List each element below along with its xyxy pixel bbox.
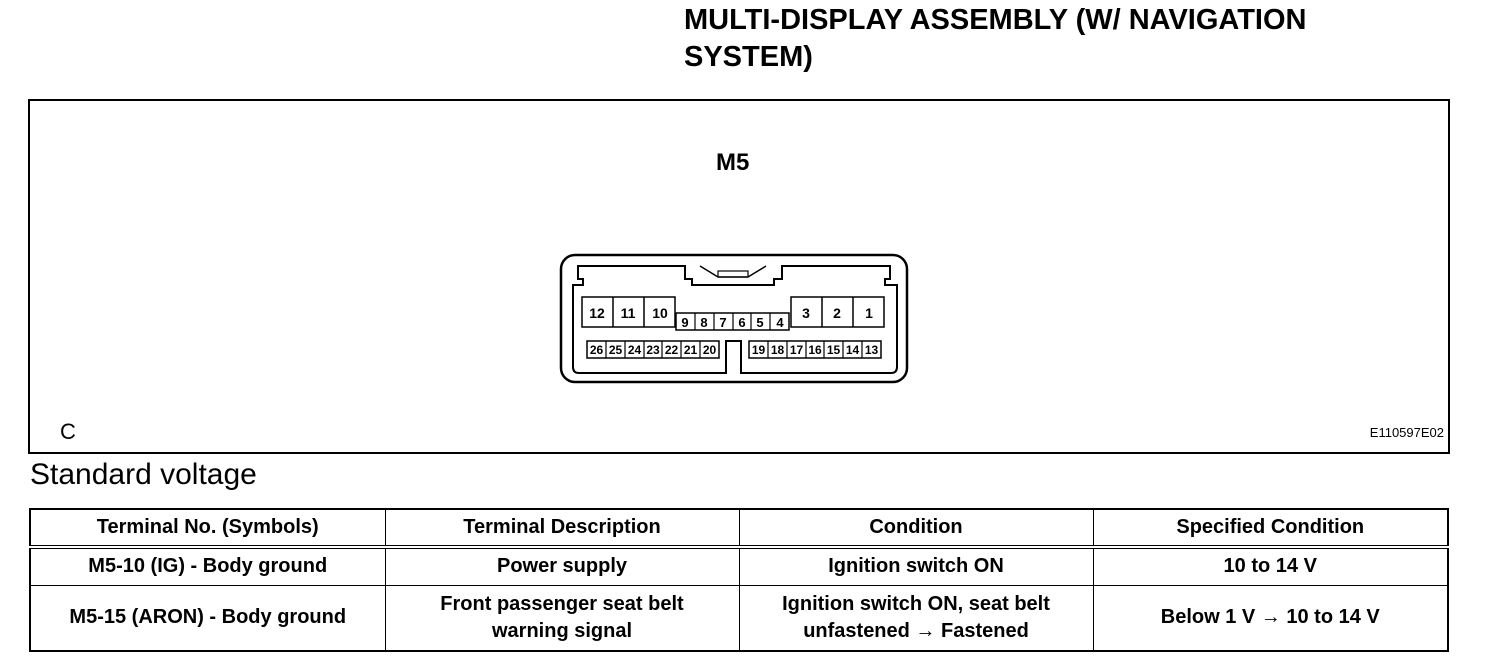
cell-description-line-1: Front passenger seat belt	[440, 592, 684, 615]
header-condition: Condition	[738, 508, 1094, 549]
cell-description: Power supply	[384, 546, 740, 586]
pin-8: 8	[700, 315, 707, 330]
table-row: M5-15 (ARON) - Body ground Front passeng…	[29, 584, 1449, 652]
pin-4: 4	[776, 315, 784, 330]
page-title: MULTI-DISPLAY ASSEMBLY (W/ NAVIGATION SY…	[684, 2, 1464, 76]
pin-22: 22	[665, 343, 679, 357]
pin-26: 26	[590, 343, 604, 357]
header-specified: Specified Condition	[1092, 508, 1449, 549]
top-pin-group-mid: 9 8 7 6 5 4	[675, 312, 790, 331]
cell-specified: Below 1 V → 10 to 14 V	[1092, 584, 1449, 652]
cell-description-line-2: warning signal	[491, 619, 633, 642]
section-heading: Standard voltage	[30, 458, 257, 491]
pin-10: 10	[652, 305, 668, 321]
pin-17: 17	[790, 343, 804, 357]
pin-11: 11	[621, 305, 636, 321]
connector-label: M5	[716, 149, 750, 176]
pin-18: 18	[771, 343, 785, 357]
cell-description: Front passenger seat belt warning signal	[384, 584, 740, 652]
connector-housing-inner	[572, 265, 898, 374]
top-pin-group-left: 12 11 10	[581, 296, 676, 328]
view-label: C	[60, 419, 76, 444]
cell-description-line: Power supply	[496, 555, 628, 578]
cell-condition-line-2: unfastened → Fastened	[803, 619, 1029, 642]
pin-24: 24	[628, 343, 642, 357]
page-title-line-2: SYSTEM)	[684, 41, 813, 73]
pin-20: 20	[703, 343, 717, 357]
figure-code: E110597E02	[1369, 425, 1444, 440]
connector-figure: M5 12 11 10 9 8 7 6	[28, 99, 1450, 454]
voltage-table: Terminal No. (Symbols) Terminal Descript…	[29, 508, 1449, 652]
cell-condition: Ignition switch ON	[738, 546, 1094, 586]
connector-diagram: 12 11 10 9 8 7 6 5 4 3 2 1	[559, 253, 909, 384]
page-title-line-1: MULTI-DISPLAY ASSEMBLY (W/ NAVIGATION	[684, 4, 1307, 36]
pin-21: 21	[684, 343, 698, 357]
cell-condition: Ignition switch ON, seat belt unfastened…	[738, 584, 1094, 652]
header-terminal: Terminal No. (Symbols)	[29, 508, 386, 549]
pin-3: 3	[802, 305, 810, 321]
pin-6: 6	[738, 315, 745, 330]
pin-9: 9	[681, 315, 688, 330]
pin-12: 12	[589, 305, 605, 321]
pin-1: 1	[865, 305, 873, 321]
pin-5: 5	[756, 315, 763, 330]
pin-14: 14	[846, 343, 860, 357]
bottom-pin-group-right: 19 18 17 16 15 14 13	[748, 340, 882, 359]
cell-terminal: M5-15 (ARON) - Body ground	[29, 584, 386, 652]
header-description: Terminal Description	[384, 508, 740, 549]
pin-19: 19	[752, 343, 766, 357]
cell-condition-line-1: Ignition switch ON, seat belt	[782, 592, 1050, 615]
pin-23: 23	[646, 343, 660, 357]
connector-housing-outer	[559, 253, 909, 384]
top-pin-group-right: 3 2 1	[790, 296, 885, 328]
table-header-row: Terminal No. (Symbols) Terminal Descript…	[29, 508, 1449, 549]
pin-2: 2	[833, 305, 841, 321]
pin-16: 16	[808, 343, 822, 357]
cell-terminal: M5-10 (IG) - Body ground	[29, 546, 386, 586]
pin-15: 15	[827, 343, 841, 357]
bottom-pin-group-left: 26 25 24 23 22 21 20	[586, 340, 720, 359]
pin-25: 25	[609, 343, 623, 357]
cell-specified: 10 to 14 V	[1092, 546, 1449, 586]
cell-condition-line: Ignition switch ON	[828, 555, 1004, 578]
table-row: M5-10 (IG) - Body ground Power supply Ig…	[29, 546, 1449, 586]
pin-13: 13	[865, 343, 879, 357]
pin-7: 7	[719, 315, 726, 330]
